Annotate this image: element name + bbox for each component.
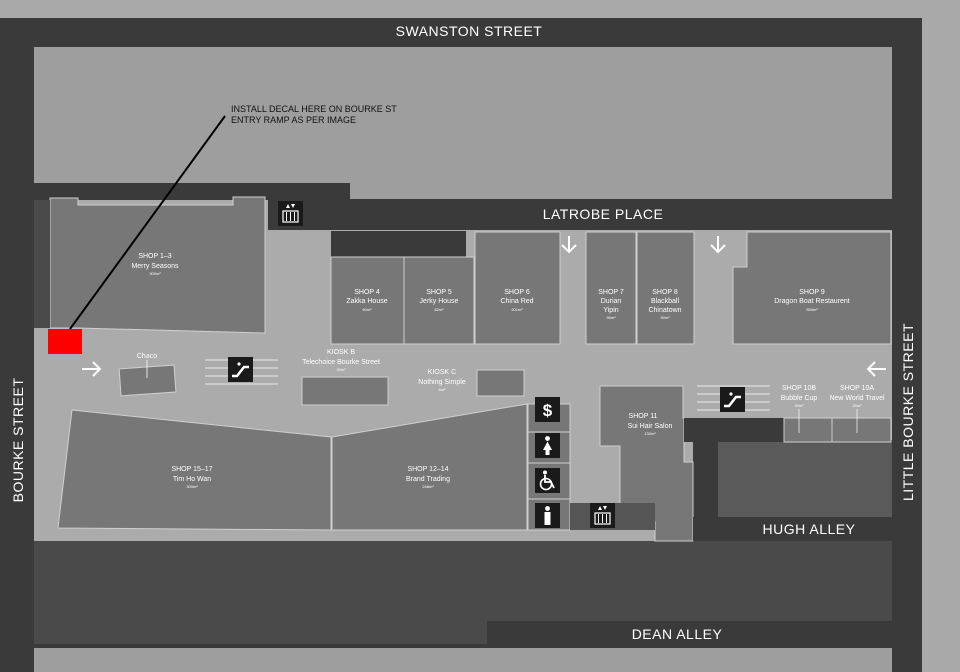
hugh-strip: [693, 517, 892, 541]
arrow-right-icon: [82, 361, 102, 377]
kiosk-c: [476, 369, 525, 397]
shop-1-3-name: Merry Seasons: [131, 263, 179, 270]
hugh-alley-label: HUGH ALLEY: [763, 521, 856, 537]
shop-11-area: 130m²: [644, 431, 656, 436]
shop-5-name: Jerky House: [420, 298, 459, 305]
shop-9: [732, 231, 892, 345]
arrow-down-icon: [561, 236, 577, 254]
shop-4-id: SHOP 4: [354, 289, 380, 296]
shop-7-name: Durian: [601, 298, 622, 305]
shop-1-3: [49, 196, 266, 334]
kiosk-b-name: Telechoice Bourke Street: [302, 359, 380, 366]
shop-15-17: [57, 409, 332, 531]
shop-1-3-id: SHOP 1–3: [138, 253, 171, 260]
shop-5-area: 82m²: [434, 307, 444, 312]
shop-7-id: SHOP 7: [598, 289, 624, 296]
service-strip: [331, 231, 466, 257]
shop-15-17-name: Tim Ho Wan: [173, 476, 211, 483]
shop-11-id: SHOP 11: [629, 413, 658, 420]
arrow-down-icon: [710, 236, 726, 254]
shop-10b-area: 20m²: [794, 403, 804, 408]
kiosk-c-id: KIOSK C: [428, 369, 456, 376]
shop-7: [585, 231, 637, 345]
latrobe-place-label: LATROBE PLACE: [543, 206, 664, 222]
shop-10b-id: SHOP 10B: [782, 385, 816, 392]
shop-4-name: Zakka House: [346, 298, 387, 305]
chaco-name: Chaco: [137, 353, 157, 360]
shop-4-area: 60m²: [362, 307, 372, 312]
kiosk-c-area: 8m²: [439, 387, 447, 392]
annotation-leader-line: [69, 115, 226, 330]
decal-marker: [48, 329, 82, 354]
shop-7-area: 90m²: [606, 315, 616, 320]
escalator-icon: [720, 387, 745, 412]
lift-icon: [278, 201, 303, 226]
shop-10a: [831, 417, 892, 443]
shop-11-name: Sui Hair Salon: [628, 423, 673, 430]
atm-dollar-icon: $: [535, 397, 560, 422]
escalator-icon: [228, 357, 253, 382]
kiosk-b: [301, 376, 389, 406]
shop-10a-id: SHOP 10A: [840, 385, 874, 392]
latrobe-strip: [316, 199, 892, 230]
left-inner-strip: [34, 200, 50, 328]
annotation-line-2: ENTRY RAMP AS PER IMAGE: [231, 115, 356, 125]
shop-8-name: Blackball: [651, 298, 679, 305]
shop-6: [474, 231, 561, 345]
shop-6-id: SHOP 6: [504, 289, 530, 296]
shop-15-17-id: SHOP 15–17: [171, 466, 212, 473]
svg-text:$: $: [543, 401, 553, 420]
bottom-strip: [34, 648, 892, 672]
shop-12-14: [331, 403, 528, 531]
bourke-street-label: BOURKE STREET: [10, 378, 26, 503]
shop-8-id: SHOP 8: [652, 289, 678, 296]
shop-6-area: 201m²: [511, 307, 523, 312]
shop-1-3-area: 300m²: [149, 271, 161, 276]
block-right: [718, 442, 892, 517]
dean-strip: [487, 621, 892, 646]
shop-8: [636, 231, 695, 345]
shop-9-id: SHOP 9: [799, 289, 825, 296]
shop-8-name2: Chinatown: [648, 307, 681, 314]
shop-8-area: 90m²: [660, 315, 670, 320]
shop-15-17-area: 300m²: [186, 484, 198, 489]
service-strip-right: [684, 418, 784, 442]
shop-5: [403, 256, 475, 345]
swanston-street-label: SWANSTON STREET: [396, 23, 543, 39]
shop-10b-name: Bubble Cup: [781, 395, 818, 402]
block-top: [34, 47, 892, 183]
block-top-lower-right: [350, 183, 892, 199]
shop-10a-area: 20m²: [852, 403, 862, 408]
shop-7-name2: Yipin: [603, 307, 618, 314]
kiosk-b-area: 30m²: [336, 367, 346, 372]
chaco-kiosk: [118, 364, 177, 397]
shop-5-id: SHOP 5: [426, 289, 452, 296]
lift-icon: [590, 503, 615, 528]
kiosk-c-name: Nothing Simple: [418, 379, 466, 386]
shop-6-name: China Red: [500, 298, 533, 305]
shop-9-name: Dragon Boat Restaurent: [774, 298, 850, 305]
dean-alley-label: DEAN ALLEY: [632, 626, 723, 642]
shop-10a-name: New World Travel: [829, 395, 885, 402]
shop-12-14-name: Brand Trading: [406, 476, 450, 483]
shop-12-14-id: SHOP 12–14: [407, 466, 448, 473]
male-toilet-icon: [535, 503, 560, 528]
accessible-toilet-icon: [535, 468, 560, 493]
little-bourke-street-label: LITTLE BOURKE STREET: [900, 323, 916, 501]
kiosk-b-id: KIOSK B: [327, 349, 355, 356]
female-toilet-icon: [535, 433, 560, 458]
shop-12-14-area: 248m²: [422, 484, 434, 489]
shop-9-area: 550m²: [806, 307, 818, 312]
arrow-left-icon: [866, 361, 886, 377]
shop-10b: [783, 417, 833, 443]
annotation-line-1: INSTALL DECAL HERE ON BOURKE ST: [231, 104, 397, 114]
